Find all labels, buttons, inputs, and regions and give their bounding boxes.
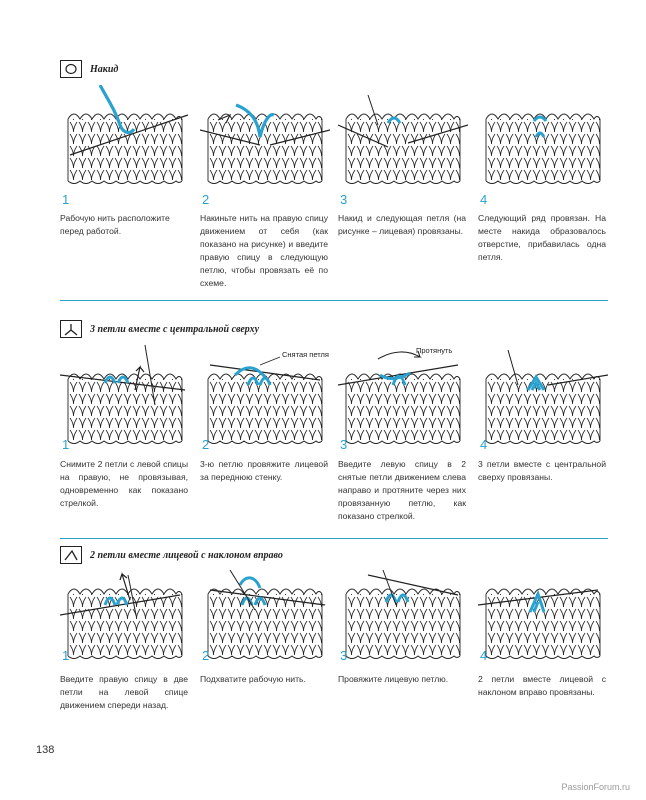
step-number: 1: [62, 192, 70, 207]
page-number: 138: [36, 744, 55, 756]
step-number: 2: [202, 648, 210, 663]
step-caption: Подхватите рабочую нить.: [200, 674, 306, 684]
step-number: 4: [480, 648, 488, 663]
section-header: Накид: [60, 60, 118, 78]
section-divider: [60, 300, 608, 301]
section-header: 3 петли вместе с центральной сверху: [60, 320, 259, 338]
step-number: 4: [480, 192, 488, 207]
step-number: 2: [202, 437, 210, 452]
step-caption: Введите левую спицу в 2 снятые петли дви…: [338, 459, 466, 521]
step-caption: 2 петли вместе лицевой с наклоном вправо…: [478, 674, 606, 697]
section-title: Накид: [90, 63, 119, 75]
step-illustration: Снятая петля: [207, 350, 329, 444]
step-caption: 3 петли вместе с центральной сверху пров…: [478, 459, 606, 482]
step-caption: Накид и следующая петля (на рисунке – ли…: [338, 213, 466, 236]
step-illustration: [67, 85, 189, 184]
callout-pull-through: Протянуть: [416, 346, 452, 355]
callout-slipped-stitch: Снятая петля: [282, 350, 329, 359]
section-divider: [60, 538, 608, 539]
section-title: 3 петли вместе с центральной сверху: [90, 323, 260, 335]
step-number: 3: [340, 648, 348, 663]
step-number: 1: [62, 437, 70, 452]
step-number: 1: [62, 648, 70, 663]
step-illustration: [60, 572, 183, 659]
section-header: 2 петли вместе лицевой с наклоном вправо: [60, 546, 283, 564]
step-illustration: [345, 569, 461, 659]
step-illustration: [207, 569, 326, 659]
three-together-center-symbol-icon: [60, 320, 82, 338]
step-number: 4: [480, 437, 488, 452]
step-caption: Введите правую спицу в две петли на лево…: [60, 674, 188, 710]
section-title: 2 петли вместе лицевой с наклоном вправо: [90, 549, 283, 561]
step-caption: Следующий ряд провязан. На месте накида …: [478, 213, 606, 262]
step-number: 2: [202, 192, 210, 207]
step-number: 3: [340, 437, 348, 452]
watermark: PassionForum.ru: [561, 782, 630, 792]
step-illustration: [338, 94, 468, 184]
step-illustration: [478, 588, 601, 659]
step-number: 3: [340, 192, 348, 207]
step-illustration: [485, 113, 601, 184]
step-caption: Провяжите лицевую петлю.: [338, 674, 449, 684]
step-caption: Снимите 2 петли с левой спицы на правую,…: [60, 459, 188, 508]
step-caption: Накиньте нить на правую спицу движением …: [200, 213, 328, 288]
step-caption: 3-ю петлю провяжите лицевой за переднюю …: [200, 459, 328, 482]
circle-symbol-icon: [60, 60, 82, 78]
step-caption: Рабочую нить расположите перед работой.: [60, 213, 170, 236]
step-illustration: [200, 103, 330, 184]
step-illustration: Протянуть: [338, 346, 461, 444]
two-together-right-slant-symbol-icon: [60, 546, 82, 564]
step-illustration: [60, 345, 186, 444]
step-illustration: [485, 349, 608, 444]
